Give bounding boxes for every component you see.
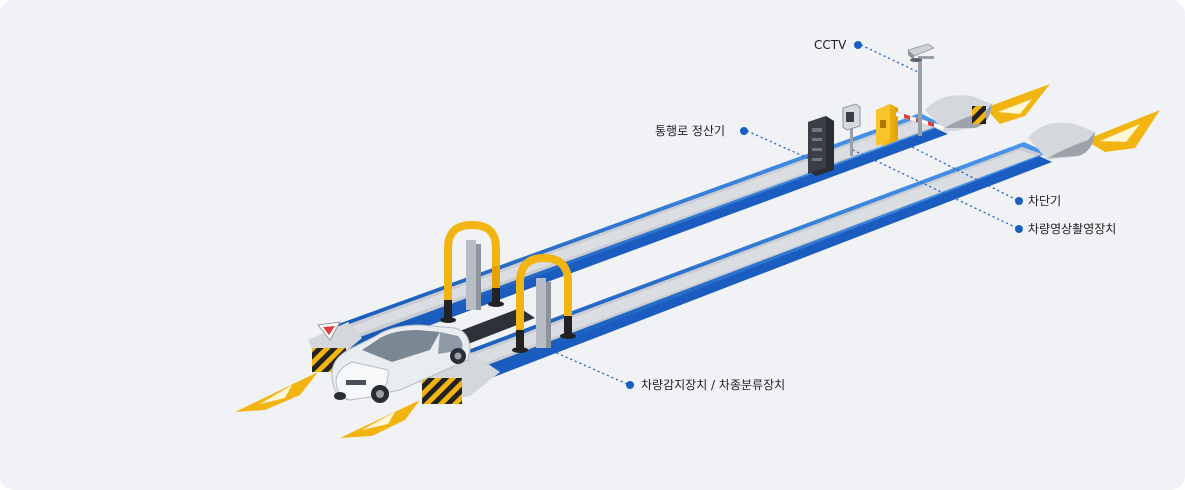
payment-machine: [808, 116, 834, 176]
leader-vehicle-detection: [549, 349, 634, 389]
leader-cctv: [854, 41, 919, 73]
toll-lane-2: [430, 142, 1052, 390]
arrow-marker-top-right-2: [1085, 110, 1160, 152]
leader-payment-machine: [740, 127, 813, 161]
label-video-capture: 차량영상촬영장치: [1028, 222, 1117, 236]
leader-barrier: [897, 139, 1023, 205]
label-barrier: 차단기: [1028, 194, 1062, 208]
island-cap-lane-2: [1028, 122, 1095, 160]
label-vehicle-detection: 차량감지장치 / 차종분류장치: [641, 378, 786, 392]
arrow-marker-bottom-left-2: [340, 400, 420, 438]
label-payment-machine: 통행로 정산기: [655, 124, 726, 138]
detection-arch-lane-2: [512, 253, 576, 353]
arrow-marker-top-right-1: [985, 84, 1050, 124]
detection-loop-connector: [452, 308, 535, 344]
arrow-marker-bottom-left-1: [235, 372, 318, 412]
detection-arch-lane-1: [440, 220, 504, 323]
cctv-camera: [907, 43, 935, 136]
island-cap-lane-1: [925, 95, 992, 132]
car: [331, 324, 471, 403]
leader-video-capture: [852, 149, 1023, 233]
label-cctv: CCTV: [814, 38, 847, 52]
video-capture-unit: [842, 103, 861, 156]
